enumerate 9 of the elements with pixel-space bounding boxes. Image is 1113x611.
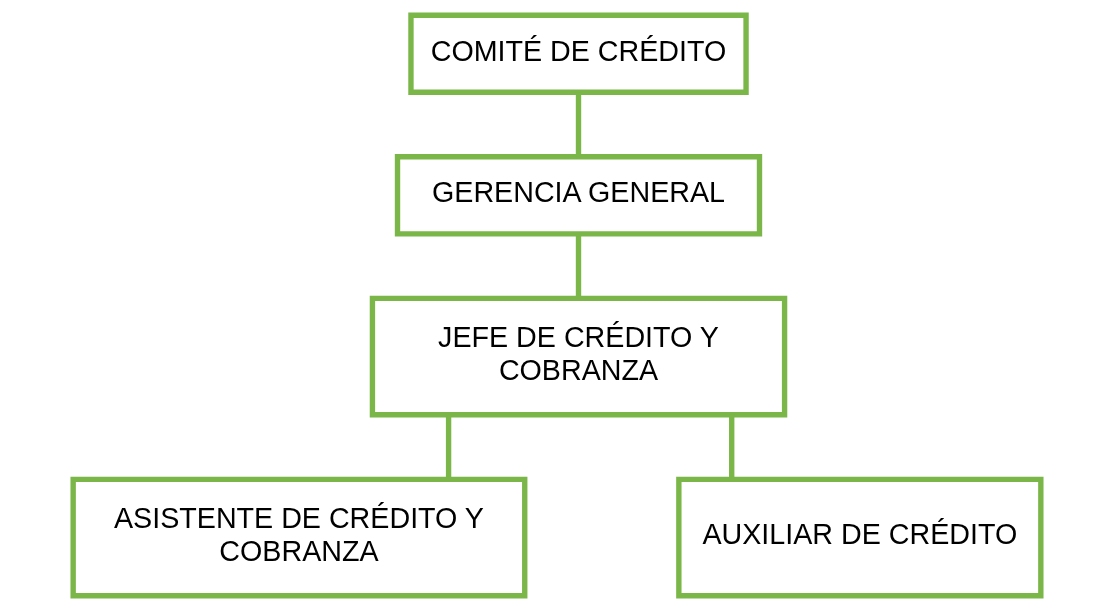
node-box: JEFE DE CRÉDITO Y COBRANZA [369, 295, 787, 418]
connector [575, 92, 581, 157]
node-box: ASISTENTE DE CRÉDITO Y COBRANZA [70, 476, 527, 599]
connector [445, 414, 451, 479]
node-box: COMITÉ DE CRÉDITO [407, 12, 749, 95]
node-box: GERENCIA GENERAL [394, 154, 762, 237]
connector [728, 414, 734, 479]
connector [575, 234, 581, 298]
node-box: AUXILIAR DE CRÉDITO [675, 476, 1043, 599]
